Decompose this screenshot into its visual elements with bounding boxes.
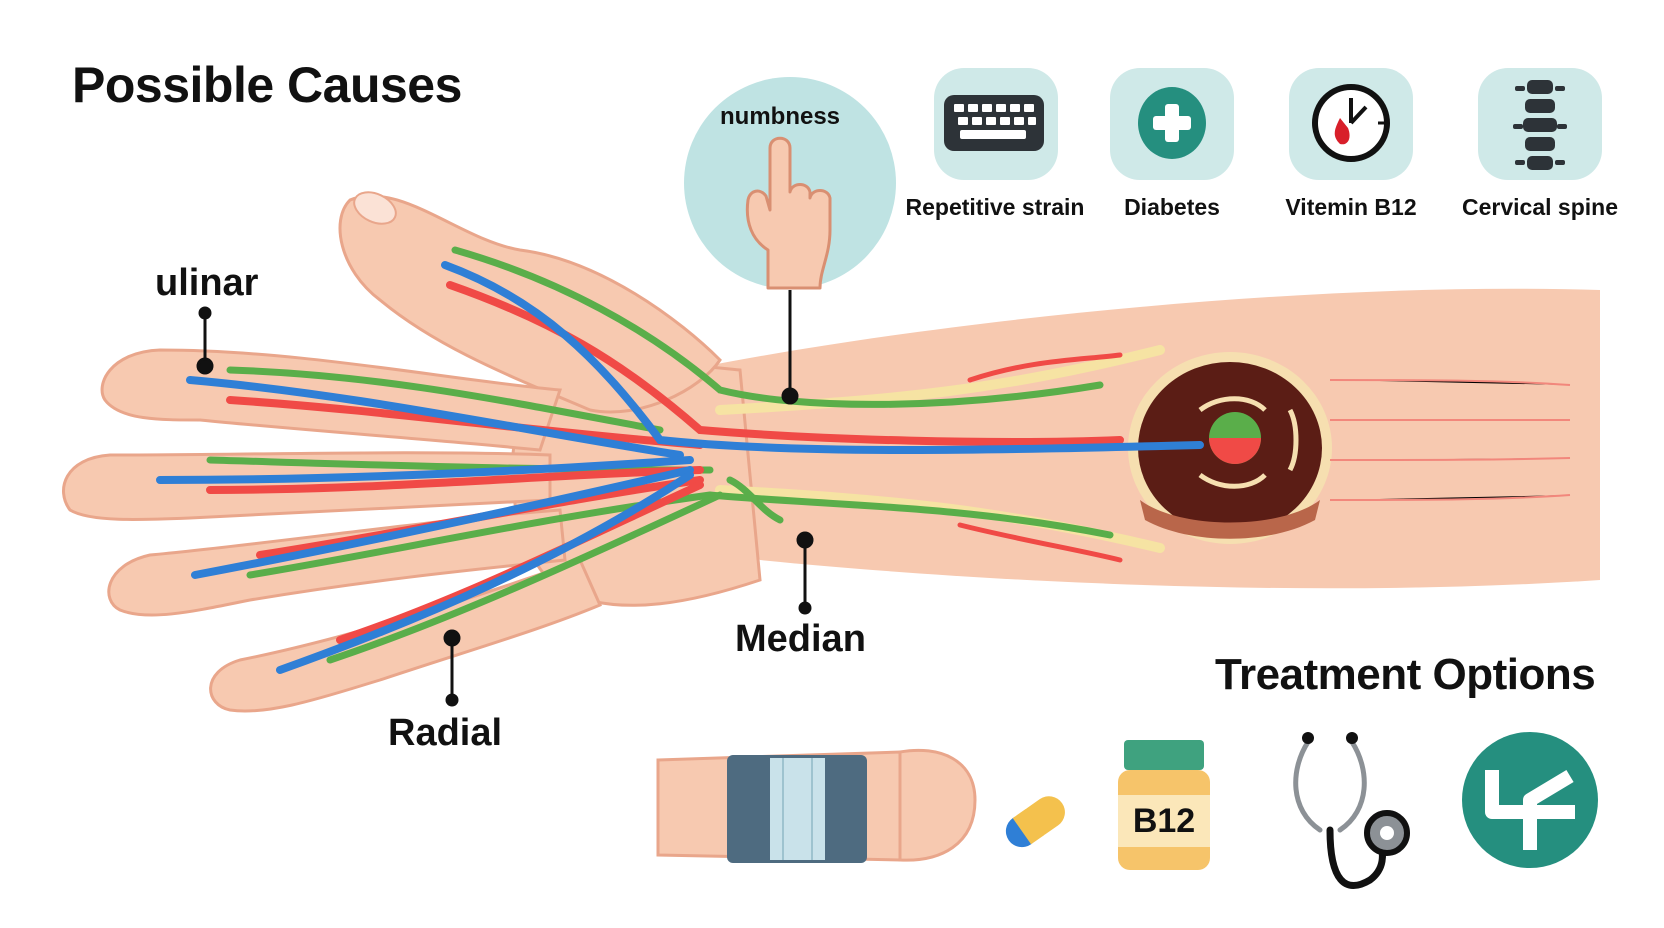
cause-label-cervical-spine: Cervical spine bbox=[1462, 194, 1618, 220]
treatment-options-title: Treatment Options bbox=[1215, 650, 1596, 699]
cause-label-diabetes: Diabetes bbox=[1124, 194, 1220, 220]
cause-label-vitamin-b12: Vitemin B12 bbox=[1285, 194, 1417, 220]
clock-blood-drop-icon bbox=[1312, 84, 1390, 162]
leader-lines bbox=[196, 290, 814, 707]
vein bbox=[156, 261, 1204, 674]
numbness-bubble bbox=[684, 77, 896, 290]
b12-bottle-label: B12 bbox=[1133, 802, 1195, 840]
spine-icon bbox=[1513, 80, 1567, 170]
possible-causes-title: Possible Causes bbox=[72, 57, 462, 113]
nerve-cross-section bbox=[1128, 352, 1332, 544]
numbness-label: numbness bbox=[720, 103, 841, 130]
pointing-finger-icon bbox=[745, 136, 832, 290]
muscle-fibers bbox=[1329, 379, 1571, 501]
capsule-icon bbox=[1005, 796, 1065, 848]
ulnar-nerve-label: ulinar bbox=[155, 262, 259, 304]
median-nerve-label: Median bbox=[735, 618, 866, 660]
keyboard-icon bbox=[944, 95, 1044, 151]
wrist-splint-icon bbox=[656, 748, 977, 863]
medical-cross-icon bbox=[1138, 87, 1206, 159]
cause-label-repetitive-strain: Repetitive strain bbox=[905, 194, 1085, 220]
physiotherapy-icon bbox=[1462, 732, 1598, 868]
stethoscope-icon bbox=[1293, 732, 1410, 889]
thumbnail bbox=[353, 191, 397, 225]
radial-nerve-label: Radial bbox=[388, 712, 503, 754]
supplement-bottle-icon bbox=[1118, 740, 1210, 870]
